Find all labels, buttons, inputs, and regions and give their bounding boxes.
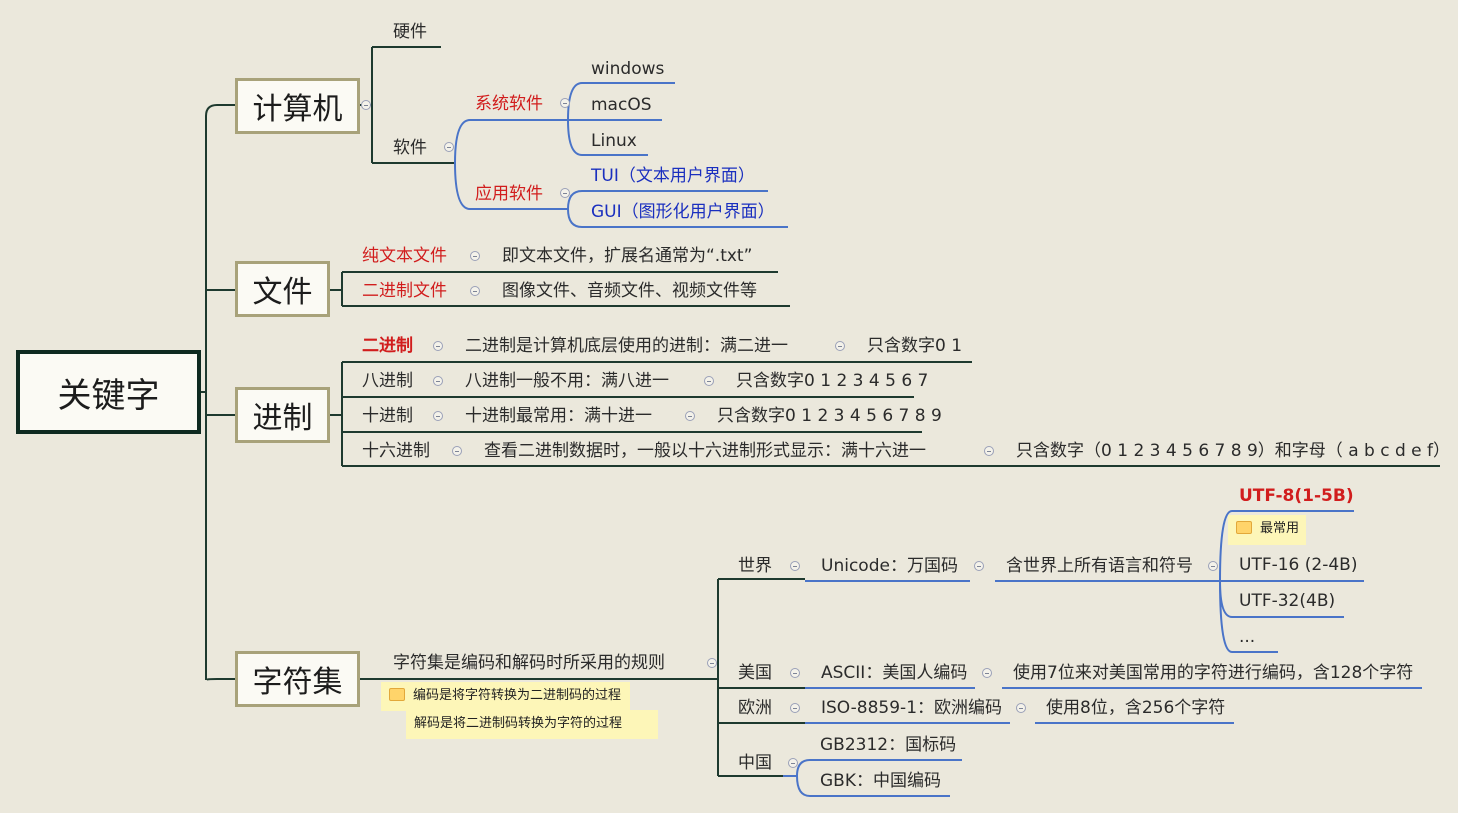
binary-digits[interactable]: 只含数字0 1 xyxy=(867,336,963,356)
collapse-toggle-hexadecimal[interactable] xyxy=(452,446,462,456)
charset-definition[interactable]: 字符集是编码和解码时所采用的规则 xyxy=(393,653,665,673)
collapse-toggle-octal-desc[interactable] xyxy=(704,376,714,386)
collapse-toggle-app-software[interactable] xyxy=(560,188,570,198)
collapse-toggle-unicode[interactable] xyxy=(974,561,984,571)
node-windows[interactable]: windows xyxy=(591,59,665,79)
node-usa[interactable]: 美国 xyxy=(738,663,772,683)
node-gbk[interactable]: GBK：中国编码 xyxy=(820,771,941,791)
collapse-toggle-china[interactable] xyxy=(788,758,798,768)
node-binary-file[interactable]: 二进制文件 xyxy=(362,281,447,301)
collapse-toggle-hexadecimal-desc[interactable] xyxy=(984,446,994,456)
ascii-description[interactable]: 使用7位来对美国常用的字符进行编码，含128个字符 xyxy=(1013,663,1414,683)
unicode-description[interactable]: 含世界上所有语言和符号 xyxy=(1006,556,1193,576)
collapse-toggle-charset-definition[interactable] xyxy=(707,658,717,668)
decimal-description[interactable]: 十进制最常用：满十进一 xyxy=(465,406,652,426)
note-icon xyxy=(389,688,405,701)
decimal-digits[interactable]: 只含数字0 1 2 3 4 5 6 7 8 9 xyxy=(717,406,942,426)
node-octal[interactable]: 八进制 xyxy=(362,371,413,391)
collapse-toggle-octal[interactable] xyxy=(433,376,443,386)
node-ellipsis[interactable]: ... xyxy=(1239,627,1256,647)
node-china[interactable]: 中国 xyxy=(738,753,772,773)
node-ascii[interactable]: ASCII：美国人编码 xyxy=(821,663,968,683)
collapse-toggle-ascii[interactable] xyxy=(982,668,992,678)
iso-description[interactable]: 使用8位，含256个字符 xyxy=(1046,698,1226,718)
collapse-toggle-iso[interactable] xyxy=(1016,703,1026,713)
note-decode-text: 解码是将二进制码转换为字符的过程 xyxy=(414,716,623,731)
node-charset[interactable]: 字符集 xyxy=(235,651,360,707)
plain-text-description[interactable]: 即文本文件，扩展名通常为“.txt” xyxy=(502,246,753,266)
node-plain-text-file[interactable]: 纯文本文件 xyxy=(362,246,447,266)
collapse-toggle-unicode-desc[interactable] xyxy=(1208,561,1218,571)
octal-digits[interactable]: 只含数字0 1 2 3 4 5 6 7 xyxy=(736,371,929,391)
collapse-toggle-binary-desc[interactable] xyxy=(835,341,845,351)
note-utf8-text: 最常用 xyxy=(1260,521,1300,536)
node-binary[interactable]: 二进制 xyxy=(362,336,413,356)
node-computer[interactable]: 计算机 xyxy=(235,78,360,134)
collapse-toggle-plain-text[interactable] xyxy=(470,251,480,261)
collapse-toggle-decimal[interactable] xyxy=(433,411,443,421)
node-europe[interactable]: 欧洲 xyxy=(738,698,772,718)
note-utf8[interactable]: 最常用 xyxy=(1228,515,1306,545)
note-encode-text: 编码是将字符转换为二进制码的过程 xyxy=(413,688,622,703)
node-software[interactable]: 软件 xyxy=(393,138,427,158)
node-linux[interactable]: Linux xyxy=(591,131,637,151)
node-hexadecimal[interactable]: 十六进制 xyxy=(362,441,430,461)
hexadecimal-digits[interactable]: 只含数字（0 1 2 3 4 5 6 7 8 9）和字母（ a b c d e … xyxy=(1016,441,1451,461)
node-unicode[interactable]: Unicode：万国码 xyxy=(821,556,958,576)
node-iso-8859-1[interactable]: ISO-8859-1：欧洲编码 xyxy=(821,698,1003,718)
collapse-toggle-decimal-desc[interactable] xyxy=(685,411,695,421)
collapse-toggle-system-software[interactable] xyxy=(560,98,570,108)
node-world[interactable]: 世界 xyxy=(738,556,772,576)
node-hardware[interactable]: 硬件 xyxy=(393,22,427,42)
collapse-toggle-binary[interactable] xyxy=(433,341,443,351)
hexadecimal-description[interactable]: 查看二进制数据时，一般以十六进制形式显示：满十六进一 xyxy=(484,441,926,461)
node-tui[interactable]: TUI（文本用户界面） xyxy=(591,166,755,186)
node-system-software[interactable]: 系统软件 xyxy=(475,94,543,114)
collapse-toggle-world[interactable] xyxy=(790,561,800,571)
node-utf8[interactable]: UTF-8(1-5B) xyxy=(1239,486,1354,506)
collapse-toggle-usa[interactable] xyxy=(790,668,800,678)
collapse-toggle-binary-file[interactable] xyxy=(470,286,480,296)
node-gb2312[interactable]: GB2312：国标码 xyxy=(820,735,957,755)
node-base[interactable]: 进制 xyxy=(235,387,330,443)
binary-file-description[interactable]: 图像文件、音频文件、视频文件等 xyxy=(502,281,757,301)
node-macos[interactable]: macOS xyxy=(591,95,652,115)
node-file[interactable]: 文件 xyxy=(235,261,330,317)
collapse-toggle-europe[interactable] xyxy=(790,703,800,713)
node-decimal[interactable]: 十进制 xyxy=(362,406,413,426)
node-gui[interactable]: GUI（图形化用户界面） xyxy=(591,202,775,222)
note-decode[interactable]: 解码是将二进制码转换为字符的过程 xyxy=(406,710,658,739)
collapse-toggle-computer[interactable] xyxy=(361,100,371,110)
octal-description[interactable]: 八进制一般不用：满八进一 xyxy=(465,371,669,391)
node-utf16[interactable]: UTF-16 (2-4B) xyxy=(1239,555,1358,575)
node-app-software[interactable]: 应用软件 xyxy=(475,184,543,204)
note-icon xyxy=(1236,521,1252,534)
note-encode[interactable]: 编码是将字符转换为二进制码的过程 xyxy=(381,682,630,711)
node-utf32[interactable]: UTF-32(4B) xyxy=(1239,591,1336,611)
binary-description[interactable]: 二进制是计算机底层使用的进制：满二进一 xyxy=(465,336,788,356)
collapse-toggle-software[interactable] xyxy=(444,142,454,152)
root-node[interactable]: 关键字 xyxy=(16,350,201,434)
